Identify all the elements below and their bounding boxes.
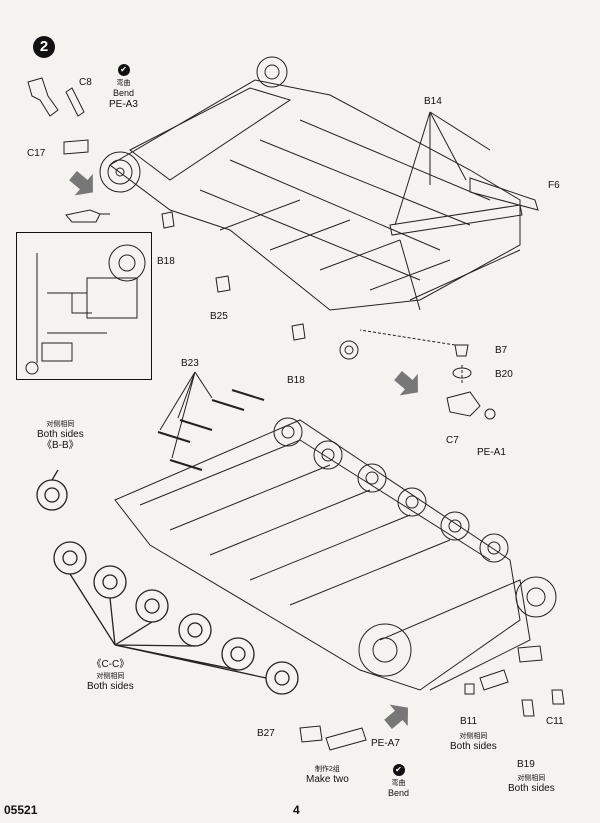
part-label-b20: B20 [495, 369, 513, 380]
step-number: 2 [33, 36, 55, 58]
both-sides-en: Both sides [87, 681, 134, 692]
part-label-c8: C8 [79, 77, 92, 88]
upper-hull-drawing [109, 79, 521, 311]
upper-sprocket-drawing [99, 56, 288, 193]
part-label-b18-top: B18 [157, 256, 175, 267]
make-two-cn: 制作2组 [314, 766, 340, 773]
make-two-note: 制作2组 Make two [306, 763, 349, 785]
section-cc-label: 《C-C》 [91, 659, 130, 670]
bend-note-en: Bend [388, 788, 410, 798]
product-code: 05521 [4, 803, 38, 817]
part-label-b23: B23 [181, 358, 199, 369]
part-label-pe-a1: PE-A1 [477, 447, 506, 458]
section-bb-label: 《B-B》 [42, 440, 79, 451]
part-label-b14: B14 [424, 96, 442, 107]
both-sides-en: Both sides [508, 783, 555, 794]
part-label-c7: C7 [446, 435, 459, 446]
lower-right-parts-drawing [299, 645, 565, 751]
lower-hull-drawing [114, 419, 531, 691]
b11-both-sides-note: 对侧相同 Both sides [450, 730, 497, 752]
part-label-b25: B25 [210, 311, 228, 322]
track-rail-drawing [389, 177, 539, 311]
part-label-pe-a7: PE-A7 [371, 738, 400, 749]
part-label-b11: B11 [460, 716, 478, 727]
both-sides-en: Both sides [450, 741, 497, 752]
part-label-c17: C17 [27, 148, 46, 159]
part-label-b7: B7 [495, 345, 508, 356]
tab-parts-drawing [161, 211, 306, 341]
idler-parts-drawing [339, 340, 496, 420]
check-icon: ✔ [392, 764, 405, 776]
bend-note-top: ✔ 弯曲 Bend [113, 64, 134, 98]
bend-note-en: Bend [113, 88, 135, 98]
part-label-b18-mid: B18 [287, 375, 305, 386]
part-label-f6: F6 [548, 180, 560, 191]
both-sides-cn: 对侧相同 [96, 673, 125, 680]
b23-rods-drawing [157, 389, 265, 471]
bend-note-cn: 弯曲 [116, 80, 131, 87]
bend-note-bottom: ✔ 弯曲 Bend [388, 764, 409, 798]
both-sides-cn: 对侧相同 [459, 733, 488, 740]
part-label-c11: C11 [546, 716, 564, 727]
both-sides-cn: 对侧相同 [46, 421, 75, 428]
detail-inset [16, 232, 152, 380]
part-label-pe-a3: PE-A3 [109, 99, 138, 110]
lower-road-wheels-drawing [273, 417, 557, 677]
section-cc-note: 《C-C》 对侧相同 Both sides [87, 659, 134, 692]
section-bb-note: 对侧相同 Both sides 《B-B》 [37, 418, 84, 451]
check-icon: ✔ [117, 64, 130, 76]
page-number: 4 [293, 803, 300, 817]
loose-road-wheels-drawing [36, 469, 299, 695]
both-sides-cn: 对侧相同 [517, 775, 546, 782]
bend-parts-drawing [27, 77, 110, 223]
part-label-b19: B19 [517, 759, 535, 770]
bend-note-cn: 弯曲 [391, 780, 406, 787]
inset-drawing [25, 244, 146, 375]
both-sides-en: Both sides [37, 429, 84, 440]
b19-both-sides-note: 对侧相同 Both sides [508, 772, 555, 794]
make-two-en: Make two [306, 774, 349, 785]
part-label-b27: B27 [257, 728, 275, 739]
